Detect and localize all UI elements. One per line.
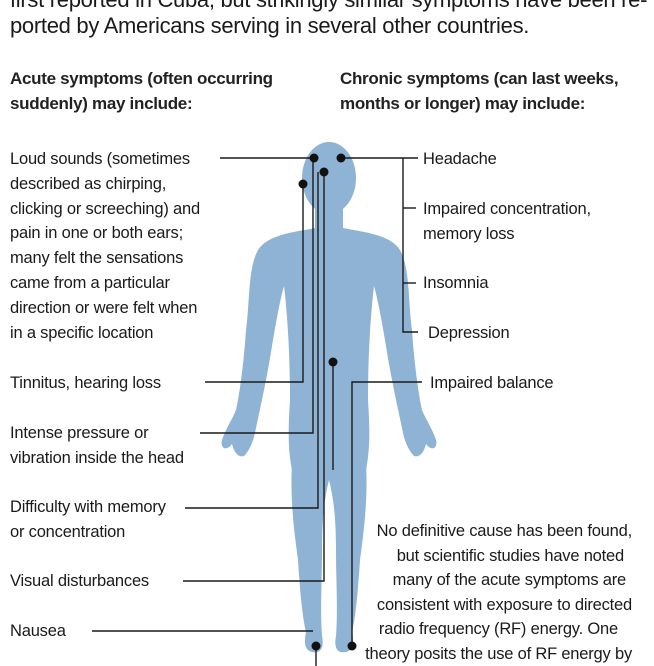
line-memory [185, 172, 319, 509]
line-balance [351, 381, 422, 646]
dot-foot-right [347, 641, 357, 651]
line-visual [183, 172, 325, 582]
figure-legs [291, 462, 367, 653]
chronic-header: Chronic symptoms (can last weeks, months… [340, 69, 619, 113]
chronic-symptom-headache: Headache [423, 150, 497, 168]
note-line-1: No definitive cause has been found, [376, 522, 633, 540]
acute-symptom-tinnitus: Tinnitus, hearing loss [10, 374, 161, 392]
intro-text: first reported in Cuba, but strikingly s… [10, 0, 647, 39]
note-line-4: consistent with exposure to directed [376, 595, 632, 614]
marker-dots [298, 153, 357, 651]
cause-note: No definitive cause has been found, but … [365, 519, 632, 666]
note-line-2: but scientific studies have noted [396, 546, 624, 565]
figure-torso [221, 228, 437, 470]
dot-eyes [319, 167, 329, 177]
chronic-symptom-depression: Depression [428, 324, 510, 342]
acute-symptom-nausea: Nausea [10, 622, 66, 640]
chronic-symptom-concentration: Impaired concentration, memory loss [423, 200, 591, 243]
intro-line-1: first reported in Cuba, but strikingly s… [10, 0, 647, 12]
acute-symptom-loud-sounds: Loud sounds (sometimes described as chir… [10, 150, 200, 342]
dot-head-left [309, 153, 319, 163]
note-line-5: radio frequency (RF) energy. One [378, 620, 618, 638]
intro-line-2: ported by Americans serving in several o… [10, 13, 530, 38]
figure-head [302, 142, 356, 214]
dot-head-right [336, 153, 346, 163]
acute-symptom-pressure: Intense pressure or vibration inside the… [10, 424, 184, 467]
acute-header: Acute symptoms (often occurring suddenly… [10, 69, 273, 113]
acute-symptom-memory: Difficulty with memory or concentration [10, 498, 166, 541]
line-pressure [200, 158, 314, 434]
line-chronic-bracket [402, 158, 418, 333]
note-line-3: many of the acute symptoms are [392, 571, 627, 589]
acute-symptom-visual: Visual disturbances [10, 572, 149, 590]
chronic-symptom-balance: Impaired balance [430, 374, 554, 392]
note-line-6: theory posits the use of RF energy by [365, 644, 632, 663]
chronic-symptom-insomnia: Insomnia [423, 274, 489, 292]
dot-abdomen [328, 357, 338, 367]
dot-ear [298, 179, 308, 189]
dot-foot-left [311, 641, 321, 651]
line-tinnitus [205, 184, 304, 383]
connector-lines [92, 157, 422, 666]
